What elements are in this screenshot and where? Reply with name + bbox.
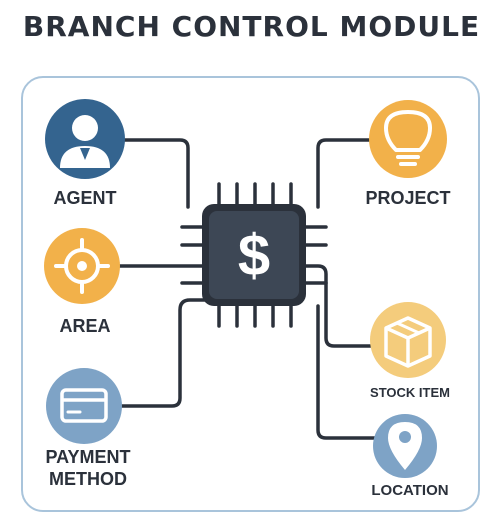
user-icon <box>45 99 125 179</box>
target-icon <box>44 228 120 304</box>
label-payment-line1: PAYMENT <box>45 447 131 467</box>
label-stock-item: STOCK ITEM <box>370 385 450 400</box>
connector-location <box>316 304 380 440</box>
label-area: AREA <box>59 316 111 336</box>
chip-pins <box>180 182 328 328</box>
central-chip: $ <box>202 204 306 306</box>
connectors <box>118 138 380 440</box>
label-payment-line2: METHOD <box>49 469 127 489</box>
diagram-title: BRANCH CONTROL MODULE <box>22 10 481 43</box>
connector-payment <box>120 298 207 408</box>
connector-agent <box>120 138 190 209</box>
lightbulb-icon <box>369 100 447 178</box>
connector-stock-item <box>298 264 374 348</box>
dollar-symbol: $ <box>238 223 270 288</box>
label-agent: AGENT <box>53 188 117 208</box>
label-location: LOCATION <box>371 482 449 499</box>
package-icon <box>370 302 446 378</box>
connector-project <box>316 138 372 209</box>
label-project: PROJECT <box>365 188 451 208</box>
location-pin-icon <box>373 414 437 478</box>
credit-card-icon <box>46 368 122 444</box>
